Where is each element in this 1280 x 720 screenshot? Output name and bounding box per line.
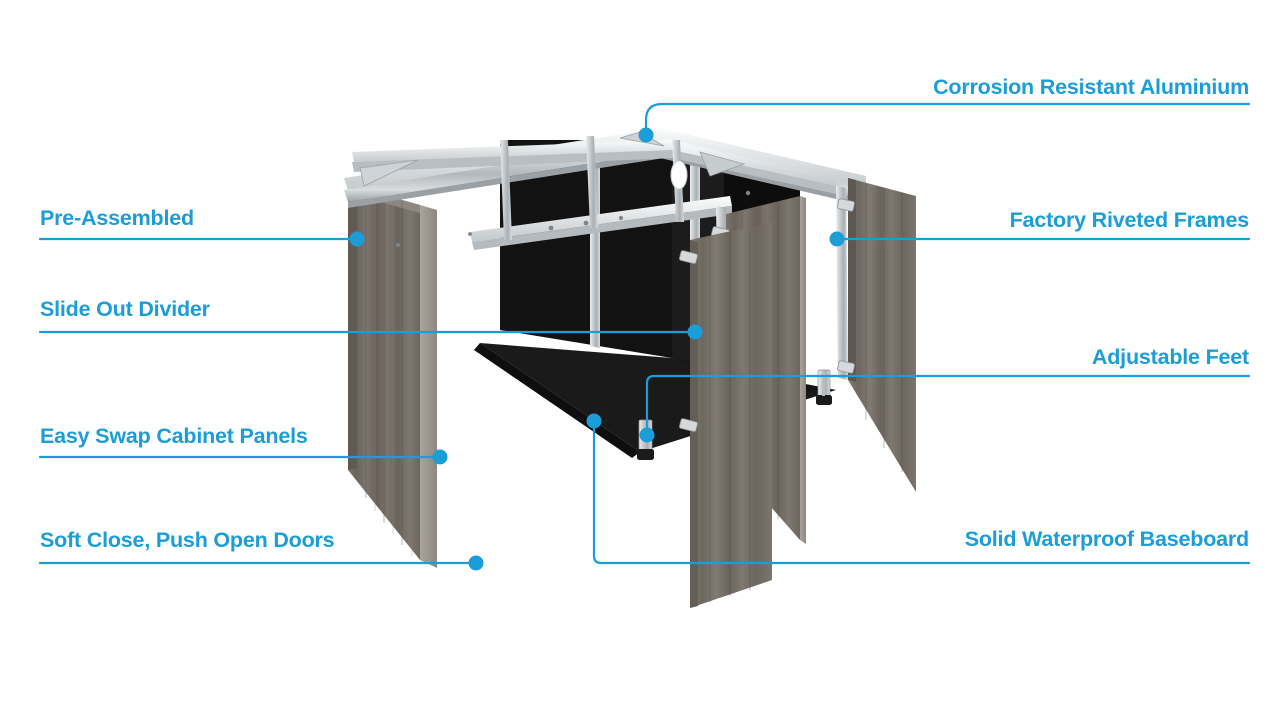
frame-cutout bbox=[670, 160, 688, 190]
callout-label-soft-close-push-open-doors[interactable]: Soft Close, Push Open Doors bbox=[40, 528, 335, 552]
callout-label-slide-out-divider[interactable]: Slide Out Divider bbox=[40, 297, 210, 321]
left-side-panel bbox=[348, 185, 437, 568]
callout-dot-factory-riveted-frames[interactable] bbox=[829, 231, 845, 247]
callout-leader-line-corrosion-resistant-aluminium bbox=[644, 102, 1251, 134]
callout-label-corrosion-resistant-aluminium[interactable]: Corrosion Resistant Aluminium bbox=[933, 75, 1249, 99]
callout-dot-slide-out-divider[interactable] bbox=[687, 324, 703, 340]
callout-label-solid-waterproof-baseboard[interactable]: Solid Waterproof Baseboard bbox=[964, 527, 1249, 551]
door-hinge bbox=[837, 198, 855, 374]
left-panel-inner-edge bbox=[348, 185, 357, 470]
callout-dot-adjustable-feet[interactable] bbox=[639, 427, 655, 443]
door-hinge bbox=[679, 250, 698, 433]
callout-dot-soft-close-push-open-doors[interactable] bbox=[468, 555, 484, 571]
cabinet-door-right bbox=[837, 178, 916, 492]
gusset-bracket bbox=[699, 151, 746, 177]
callout-leader-line-adjustable-feet bbox=[645, 374, 1251, 434]
gusset-bracket bbox=[359, 159, 419, 187]
callout-label-adjustable-feet[interactable]: Adjustable Feet bbox=[1091, 345, 1249, 369]
callout-dot-corrosion-resistant-aluminium[interactable] bbox=[638, 127, 654, 143]
callout-label-easy-swap-cabinet-panels[interactable]: Easy Swap Cabinet Panels bbox=[40, 424, 308, 448]
callout-label-factory-riveted-frames[interactable]: Factory Riveted Frames bbox=[1009, 208, 1250, 232]
callout-dot-pre-assembled[interactable] bbox=[349, 231, 365, 247]
callout-dot-solid-waterproof-baseboard[interactable] bbox=[586, 413, 602, 429]
callout-dot-easy-swap-cabinet-panels[interactable] bbox=[432, 449, 448, 465]
callout-label-pre-assembled[interactable]: Pre-Assembled bbox=[40, 206, 194, 230]
aluminium-top-frame bbox=[344, 128, 866, 250]
callout-leader-line-solid-waterproof-baseboard bbox=[592, 422, 1251, 565]
